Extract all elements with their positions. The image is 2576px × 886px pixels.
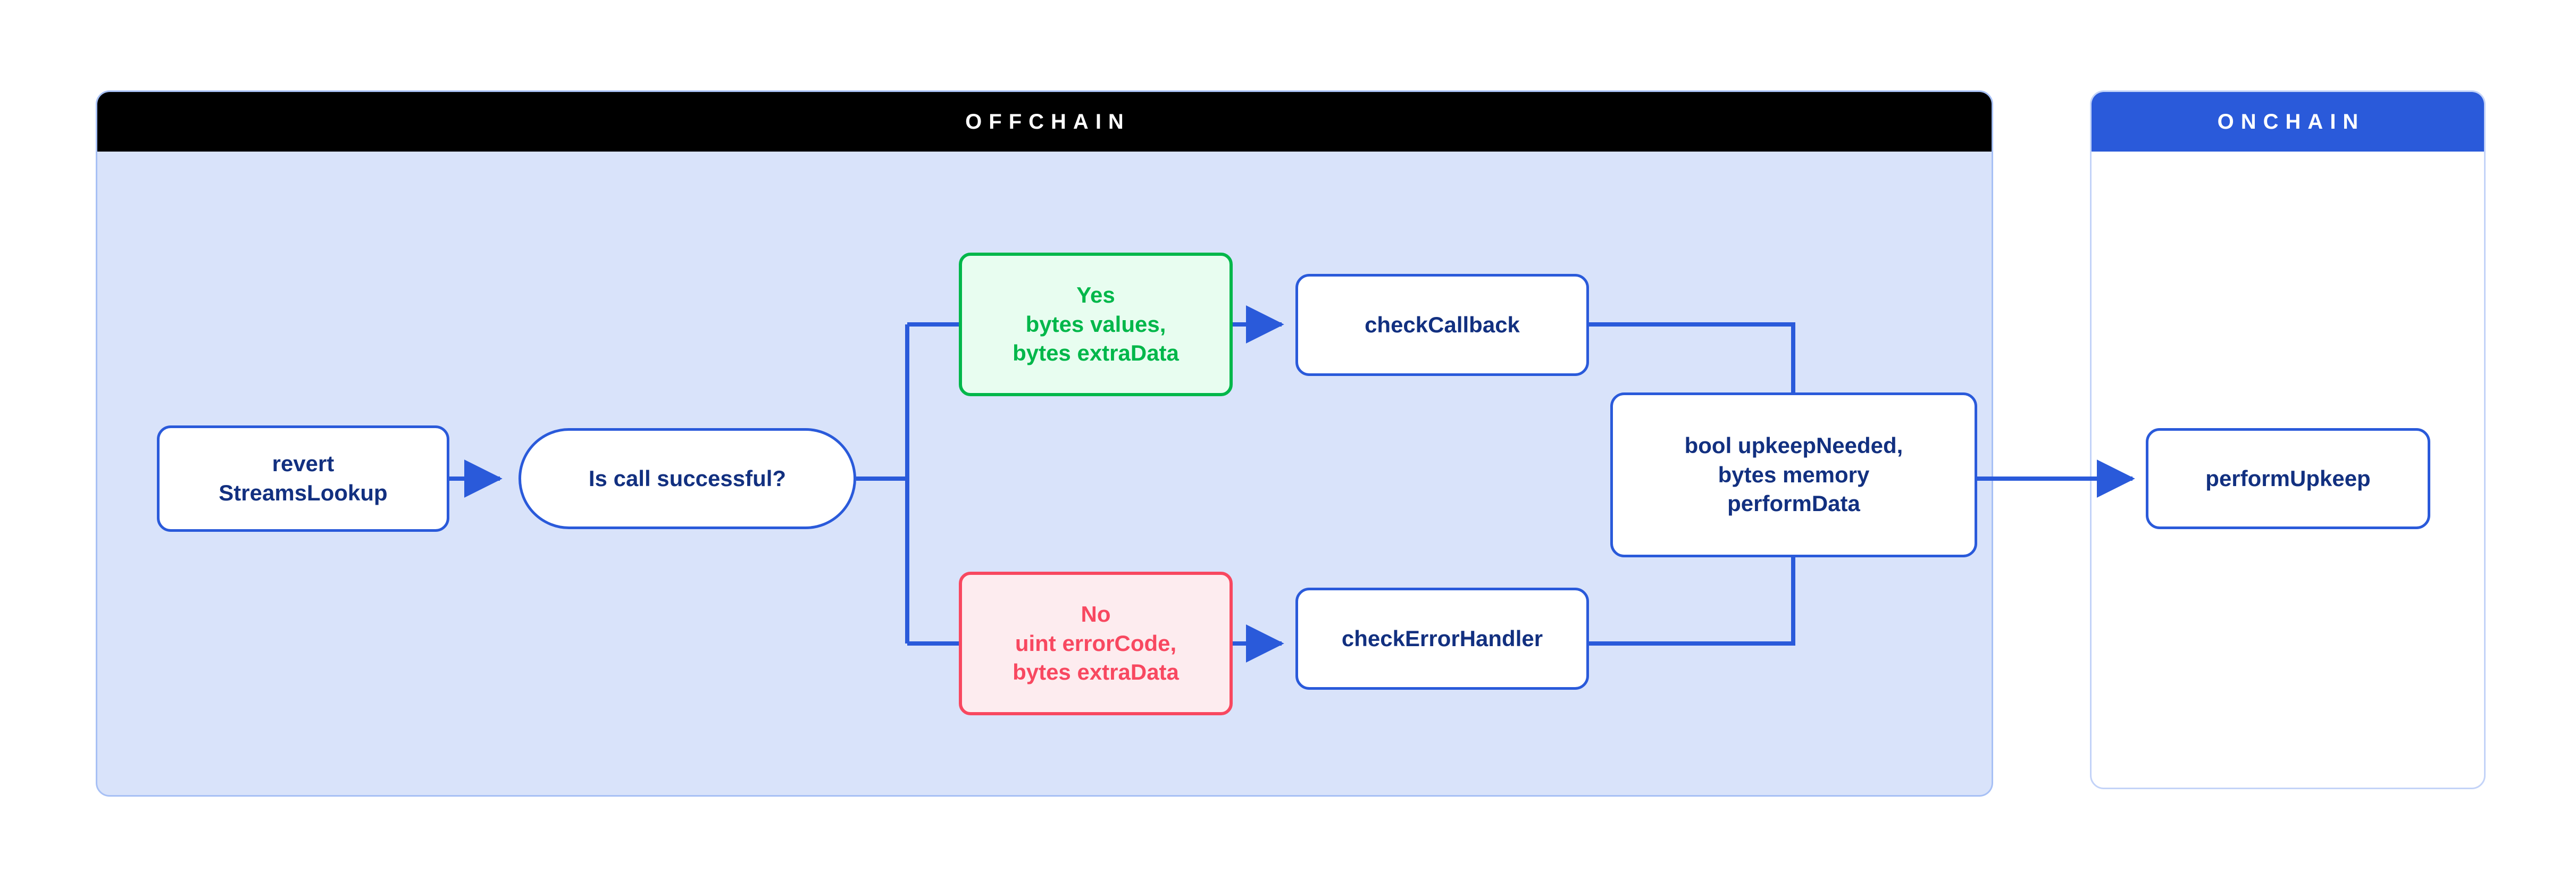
node-upkeep-needed-perform-data[interactable]: bool upkeepNeeded, bytes memory performD… — [1610, 392, 1977, 557]
node-is-call-successful[interactable]: Is call successful? — [518, 428, 856, 529]
node-no-branch[interactable]: No uint errorCode, bytes extraData — [959, 572, 1233, 715]
node-performupkeep[interactable]: performUpkeep — [2146, 428, 2430, 529]
offchain-panel-title: OFFCHAIN — [97, 92, 1992, 152]
node-checkcallback[interactable]: checkCallback — [1295, 274, 1589, 376]
node-revert-streamslookup[interactable]: revert StreamsLookup — [157, 425, 449, 532]
node-yes-branch[interactable]: Yes bytes values, bytes extraData — [959, 253, 1233, 396]
node-checkerrorhandler[interactable]: checkErrorHandler — [1295, 588, 1589, 690]
onchain-panel-title: ONCHAIN — [2092, 92, 2484, 152]
